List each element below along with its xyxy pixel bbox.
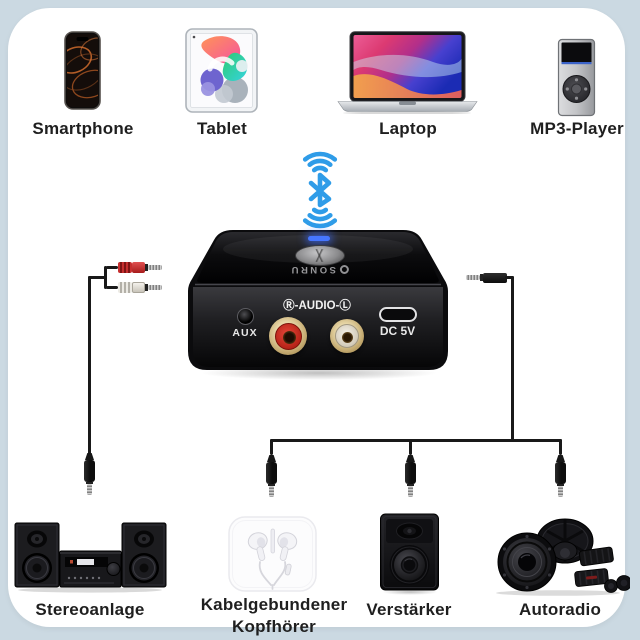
- brand-logo-icon: [339, 265, 349, 274]
- brand-logo: SONRU: [289, 264, 349, 275]
- wired-headphones-label-line2: Kopfhörer: [232, 617, 316, 636]
- mp3-player-label: MP3-Player: [530, 119, 624, 138]
- car-audio-label: Autoradio: [518, 600, 602, 619]
- rca-port-left-white: [329, 319, 364, 353]
- status-led: [308, 236, 330, 241]
- bluetooth-receiver: SONRU AUX Ⓡ-AUDIO-Ⓛ DC 5V: [187, 227, 449, 377]
- brand-logo-text: SONRU: [289, 264, 336, 275]
- rca-port-right-red: [269, 317, 307, 355]
- wired-headphones-label-line1: Kabelgebundener: [200, 595, 348, 614]
- stereo-system-illustration: [14, 521, 167, 598]
- laptop-illustration: [337, 31, 478, 119]
- audio-ports-label: Ⓡ-AUDIO-Ⓛ: [283, 300, 351, 312]
- tablet-illustration: [185, 28, 258, 118]
- smartphone-label: Smartphone: [32, 119, 134, 138]
- laptop-label: Laptop: [379, 119, 437, 138]
- multifunction-button: [295, 244, 345, 266]
- wired-headphones-illustration: [227, 516, 318, 598]
- aux-port-label: AUX: [232, 327, 258, 339]
- stereo-system-label: Stereoanlage: [35, 600, 145, 619]
- usb-c-power-port: [378, 307, 417, 322]
- power-port-label: DC 5V: [379, 324, 416, 338]
- receiver-shadow: [200, 366, 438, 380]
- tablet-label: Tablet: [196, 119, 248, 138]
- car-audio-illustration: [492, 515, 632, 602]
- smartphone-illustration: [64, 31, 101, 115]
- amplifier-label: Verstärker: [366, 600, 452, 619]
- bluetooth-wireless-icon: [278, 142, 362, 239]
- mp3-player-illustration: [557, 38, 596, 122]
- aux-port: [236, 307, 254, 325]
- amplifier-illustration: [379, 513, 440, 597]
- amplifier-shadow: [382, 589, 438, 595]
